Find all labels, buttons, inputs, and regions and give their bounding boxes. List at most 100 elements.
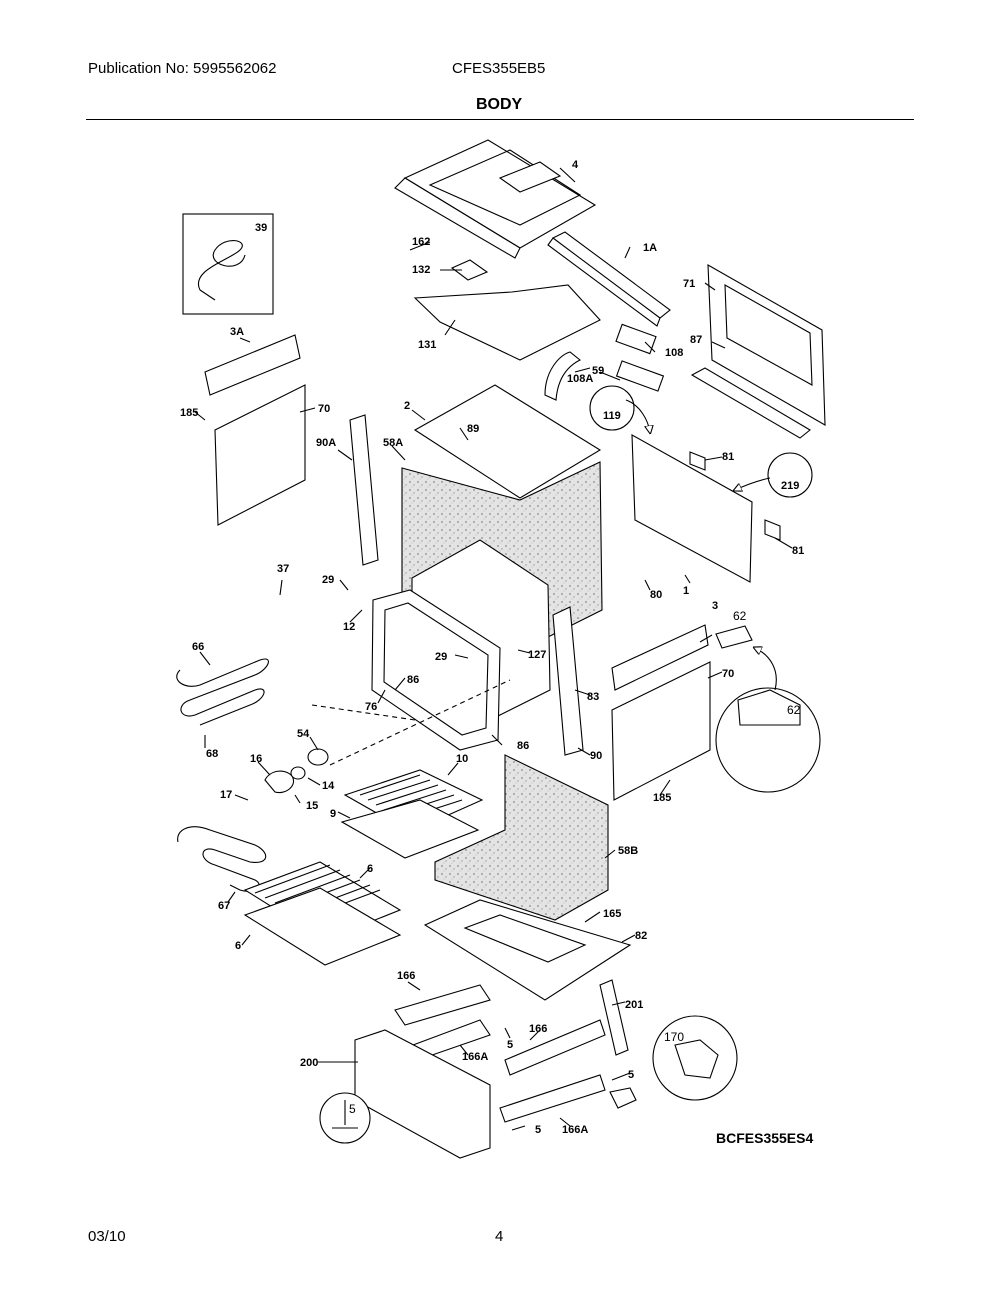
model-number: CFES355EB5 [452,60,546,77]
inset-circle-219 [767,452,813,498]
side-panel-right-part [611,661,711,801]
callout-6-lower: 6 [235,940,241,952]
callout-1: 1 [683,585,689,597]
callout-83: 83 [587,691,599,703]
callout-132: 132 [412,264,430,276]
callout-16: 16 [250,753,262,765]
callout-5-upper: 5 [507,1039,513,1051]
callout-58a: 58A [383,437,403,449]
inset-circle-119 [589,385,635,431]
lamp-cover-part [290,766,306,780]
callout-70-right: 70 [722,668,734,680]
callout-14: 14 [322,780,335,792]
callout-71: 71 [683,278,695,290]
callout-6-upper: 6 [367,863,373,875]
callout-15: 15 [306,800,318,812]
diagram-id: BCFES355ES4 [716,1130,814,1146]
callout-10: 10 [456,753,468,765]
callout-66: 66 [192,641,204,653]
terminal-block-part [615,323,657,355]
callout-127: 127 [528,649,546,661]
callout-108: 108 [665,347,683,359]
strip-90-part [552,606,584,756]
callout-3: 3 [712,600,718,612]
callout-37: 37 [277,563,289,575]
broiler-pan-part [340,799,480,859]
rail-166a-right-part [499,1074,606,1123]
callout-17: 17 [220,789,232,801]
callout-201: 201 [625,999,643,1011]
rear-wall-panel-part [631,434,753,583]
callout-81-upper: 81 [722,451,734,463]
light-socket-part [307,748,329,766]
callout-62-inset: 62 [787,703,801,717]
callout-29-lower: 29 [435,651,447,663]
callout-2: 2 [404,400,410,412]
callout-185-left: 185 [180,407,198,419]
bracket-108a-part [615,360,665,392]
callout-89: 89 [467,423,479,435]
callout-70-left: 70 [318,403,330,415]
bracket-81-lower-part [764,519,781,541]
callout-166-left: 166 [397,970,415,982]
callout-170: 170 [664,1030,684,1044]
bracket-81-upper-part [689,451,706,471]
callout-62-small: 62 [733,609,747,623]
callout-87: 87 [690,334,702,346]
wire-block-62-part [715,625,753,649]
callout-86-lower: 86 [517,740,529,752]
rail-166-left-part [394,984,491,1026]
callout-219: 219 [781,480,799,492]
callout-3a: 3A [230,326,244,338]
callout-81-lower: 81 [792,545,804,557]
power-cord-inset [182,213,274,315]
callout-5-inset: 5 [349,1102,356,1116]
callout-29-upper: 29 [322,574,334,586]
callout-185-right: 185 [653,792,671,804]
callout-9: 9 [330,808,336,820]
callout-5-right: 5 [628,1069,634,1081]
heat-shield-part [413,284,601,361]
callout-68: 68 [206,748,218,760]
callout-59: 59 [592,365,604,377]
oven-top-plate-part [413,384,602,499]
bracket-3-part [611,624,709,691]
door-frame-part [371,589,501,751]
callout-1a: 1A [643,242,657,254]
callout-5-lower: 5 [535,1124,541,1136]
callout-166a-left: 166A [462,1051,488,1063]
callout-162: 162 [412,236,430,248]
insulation-pad-part [450,259,489,281]
callout-131: 131 [418,339,436,351]
publication-number: Publication No: 5995562062 [88,60,277,77]
callout-165: 165 [603,908,621,920]
callout-80: 80 [650,589,662,601]
callout-39: 39 [255,222,267,234]
header-rule [86,119,914,120]
base-frame-part [423,899,632,1001]
callout-76: 76 [365,701,377,713]
oven-rack-lower-part [243,887,402,966]
broil-element-part [176,658,269,726]
callout-labels: 4 162 39 1A 71 132 131 59 108 87 108A 3A… [180,159,804,1136]
callout-82: 82 [635,930,647,942]
rail-166-right-part [504,1019,606,1076]
vent-tube-part [544,351,582,401]
rear-bracket-part [547,231,671,327]
footer-date: 03/10 [88,1228,126,1245]
callout-166a-right: 166A [562,1124,588,1136]
side-panel-left-part [214,384,306,526]
callout-200: 200 [300,1057,318,1069]
callout-12: 12 [343,621,355,633]
callout-67: 67 [218,900,230,912]
page-number: 4 [495,1228,504,1245]
callout-90: 90 [590,750,602,762]
callout-119: 119 [603,410,621,422]
callout-90a: 90A [316,437,336,449]
insulation-58b-part [434,754,609,921]
bake-element-part [177,826,267,892]
callout-166-right: 166 [529,1023,547,1035]
callout-58b: 58B [618,845,638,857]
callout-86-upper: 86 [407,674,419,686]
strip-90a-part [349,414,379,566]
